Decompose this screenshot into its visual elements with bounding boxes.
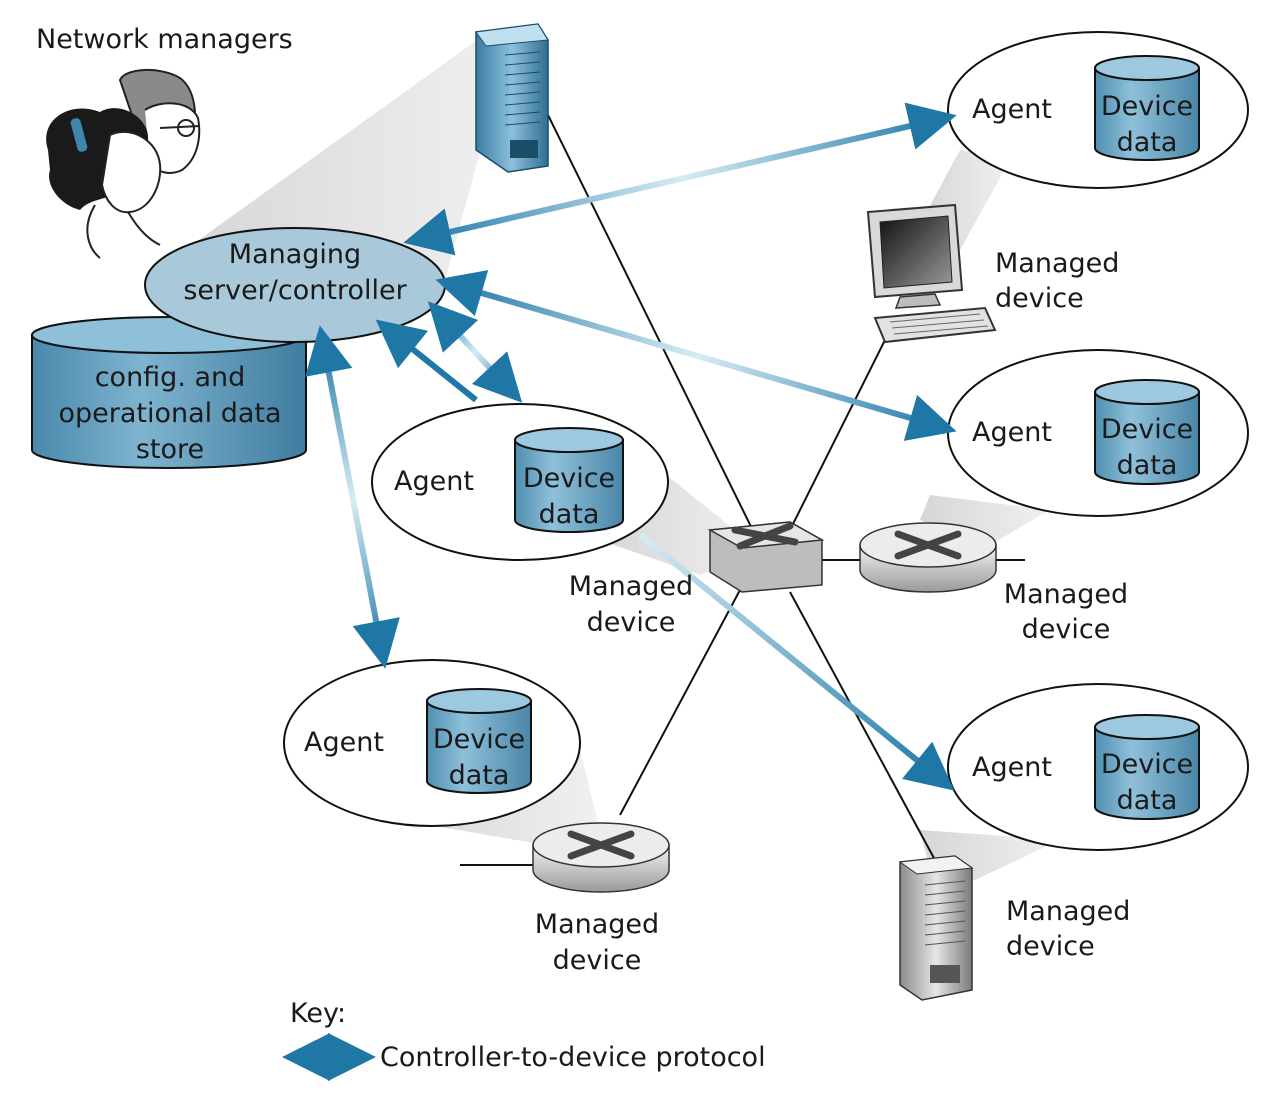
agent-bubble-center: Agent Device data [371,403,669,561]
device-data-cylinder: Device data [1094,379,1200,485]
store-label-line3: store [136,434,204,465]
svg-text:Managed: Managed [995,248,1119,279]
device-data-cylinder: Device data [514,427,624,533]
protocol-arrow [435,270,957,441]
network-managers-label: Network managers [36,24,293,55]
managed-device-label: Managed device [1004,579,1128,645]
svg-text:Managed: Managed [1006,896,1130,927]
device-data-line2: data [1117,450,1178,481]
store-label-line1: config. and [95,362,246,393]
agent-bubble-bottom-right: Agent Device data [947,683,1249,851]
agent-label: Agent [972,417,1052,448]
managing-controller: Managing server/controller [144,227,446,343]
agent-bubble-top-right: Agent Device data [947,31,1249,189]
protocol-arrow [427,301,523,403]
device-data-line1: Device [523,463,615,494]
agent-bubble-mid-right: Agent Device data [947,349,1249,517]
server-icon [898,855,974,1001]
router-icon [859,522,997,593]
store-label-line2: operational data [58,398,281,429]
agent-bubble-bottom-left: Agent Device data [283,659,581,827]
agent-label: Agent [304,727,384,758]
svg-text:device: device [553,945,642,976]
people-icon [46,68,201,259]
controller-label-line2: server/controller [183,275,407,306]
svg-text:Managed: Managed [1004,579,1128,610]
controller-label-line1: Managing [229,239,361,270]
svg-text:device: device [995,283,1084,314]
server-icon [475,23,549,173]
device-data-line2: data [449,760,510,791]
protocol-arrow [305,325,400,669]
protocol-arrows [305,102,957,791]
device-data-line1: Device [1101,91,1193,122]
device-data-line1: Device [433,724,525,755]
device-data-line1: Device [1101,414,1193,445]
managed-device-label: Managed device [1006,896,1130,962]
legend-key: Key: Controller-to-device protocol [282,998,766,1081]
key-title: Key: [290,998,346,1029]
device-data-cylinder: Device data [426,688,532,794]
device-data-cylinder: Device data [1094,55,1200,161]
network-managers: Network managers [36,24,293,259]
device-data-line1: Device [1101,749,1193,780]
device-data-line2: data [539,499,600,530]
managed-device-label: Managed device [535,909,659,976]
protocol-arrow [403,102,957,256]
device-data-line2: data [1117,785,1178,816]
device-data-line2: data [1117,127,1178,158]
svg-text:device: device [1022,614,1111,645]
managed-device-label: Managed device [995,248,1119,314]
svg-text:device: device [587,607,676,638]
workstation-icon [866,203,997,344]
agent-label: Agent [394,466,474,497]
config-operational-data-store: config. and operational data store [31,316,307,469]
key-protocol-label: Controller-to-device protocol [380,1042,766,1073]
managed-device-label: Managed device [569,571,693,638]
switch-icon [707,521,825,593]
agent-label: Agent [972,752,1052,783]
device-data-cylinder: Device data [1094,714,1200,820]
svg-text:Managed: Managed [569,571,693,602]
router-icon [532,822,670,893]
svg-text:Managed: Managed [535,909,659,940]
svg-text:device: device [1006,931,1095,962]
protocol-arrow [638,532,955,791]
agent-label: Agent [972,94,1052,125]
